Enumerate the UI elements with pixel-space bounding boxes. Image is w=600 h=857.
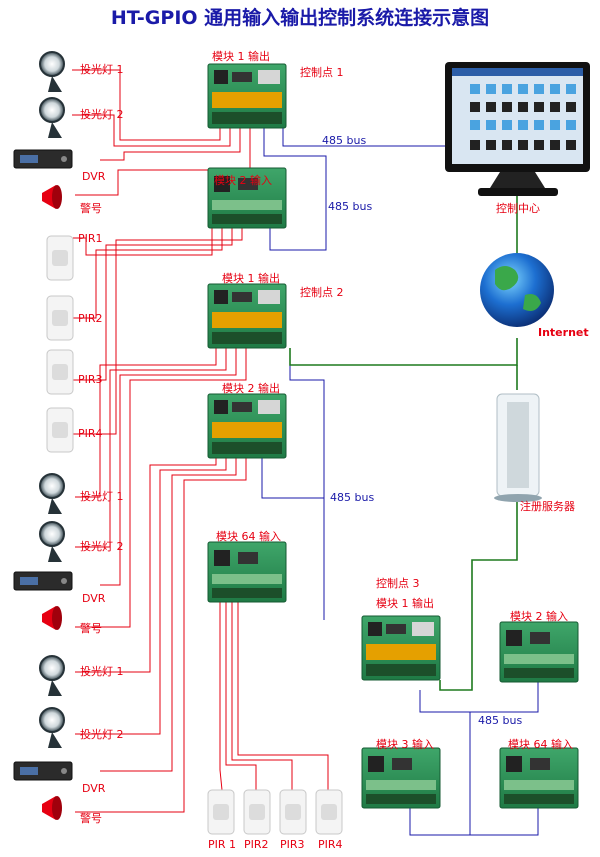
board-cp2-module64-input: [207, 541, 287, 603]
control-point-label: 控制点 3: [376, 576, 420, 590]
device-label: PIR1: [78, 232, 103, 245]
board-cp2-module1-output: [207, 283, 287, 349]
device-label: 投光灯 1: [80, 664, 124, 678]
device-label: 投光灯 2: [80, 727, 124, 741]
module-label: 模块 2 输入: [510, 609, 568, 623]
device-label: 投光灯 1: [80, 489, 124, 503]
internet-label: Internet: [538, 326, 589, 339]
device-label: 投光灯 2: [80, 107, 124, 121]
device-label: 警号: [80, 621, 102, 635]
pir-sensor-icon: [315, 789, 343, 835]
pir-sensor-icon: [46, 407, 74, 453]
board-cp1-module1-output: [207, 63, 287, 129]
bus-label: 485 bus: [322, 134, 366, 147]
floodlight-icon: [39, 473, 65, 515]
device-label: PIR4: [78, 427, 103, 440]
internet-globe-icon: [480, 253, 554, 327]
module-label: 模块 2 输出: [222, 381, 280, 395]
alarm-siren-icon: [42, 606, 62, 630]
dvr-icon: [13, 761, 73, 781]
device-label: PIR 1: [208, 838, 236, 851]
module-label: 模块 1 输出: [222, 271, 280, 285]
floodlight-icon: [39, 51, 65, 93]
device-label: PIR4: [318, 838, 343, 851]
alarm-siren-icon: [42, 185, 62, 209]
board-cp3-module3-input: [361, 747, 441, 809]
module-label: 模块 2 输入: [214, 173, 272, 187]
server-icon: [494, 393, 542, 502]
pir-sensor-icon: [46, 235, 74, 281]
device-label: DVR: [82, 782, 106, 795]
board-cp3-module2-input: [499, 621, 579, 683]
pir-sensor-icon: [279, 789, 307, 835]
network-wires: [289, 196, 518, 691]
device-label: 警号: [80, 201, 102, 215]
pir-sensor-icon: [207, 789, 235, 835]
device-label: 投光灯 2: [80, 539, 124, 553]
device-label: PIR3: [280, 838, 305, 851]
diagram-title: HT-GPIO 通用输入输出控制系统连接示意图: [111, 6, 489, 29]
alarm-siren-icon: [42, 796, 62, 820]
device-label: PIR2: [78, 312, 103, 325]
server-label: 注册服务器: [520, 499, 575, 513]
board-cp3-module1-output: [361, 615, 441, 681]
control-center-label: 控制中心: [496, 201, 540, 215]
control-point-label: 控制点 1: [300, 65, 344, 79]
bus-label: 485 bus: [478, 714, 522, 727]
device-wires: [72, 69, 329, 813]
dvr-icon: [13, 149, 73, 169]
device-label: 警号: [80, 811, 102, 825]
bus-label: 485 bus: [330, 491, 374, 504]
device-label: DVR: [82, 170, 106, 183]
device-label: DVR: [82, 592, 106, 605]
floodlight-icon: [39, 655, 65, 697]
pir-sensor-icon: [46, 349, 74, 395]
pir-sensor-icon: [46, 295, 74, 341]
pir-sensor-icon: [243, 789, 271, 835]
module-label: 模块 64 输入: [508, 737, 573, 751]
board-cp2-module2-output: [207, 393, 287, 459]
floodlight-icon: [39, 707, 65, 749]
device-label: PIR2: [244, 838, 269, 851]
module-label: 模块 3 输入: [376, 737, 434, 751]
module-label: 模块 1 输出: [212, 49, 270, 63]
floodlight-icon: [39, 97, 65, 139]
monitor-icon: [445, 62, 590, 196]
control-point-label: 控制点 2: [300, 285, 344, 299]
board-cp3-module64-input: [499, 747, 579, 809]
bus-label: 485 bus: [328, 200, 372, 213]
floodlight-icon: [39, 521, 65, 563]
device-label: PIR3: [78, 373, 103, 386]
device-label: 投光灯 1: [80, 62, 124, 76]
module-label: 模块 64 输入: [216, 529, 281, 543]
dvr-icon: [13, 571, 73, 591]
module-label: 模块 1 输出: [376, 596, 434, 610]
